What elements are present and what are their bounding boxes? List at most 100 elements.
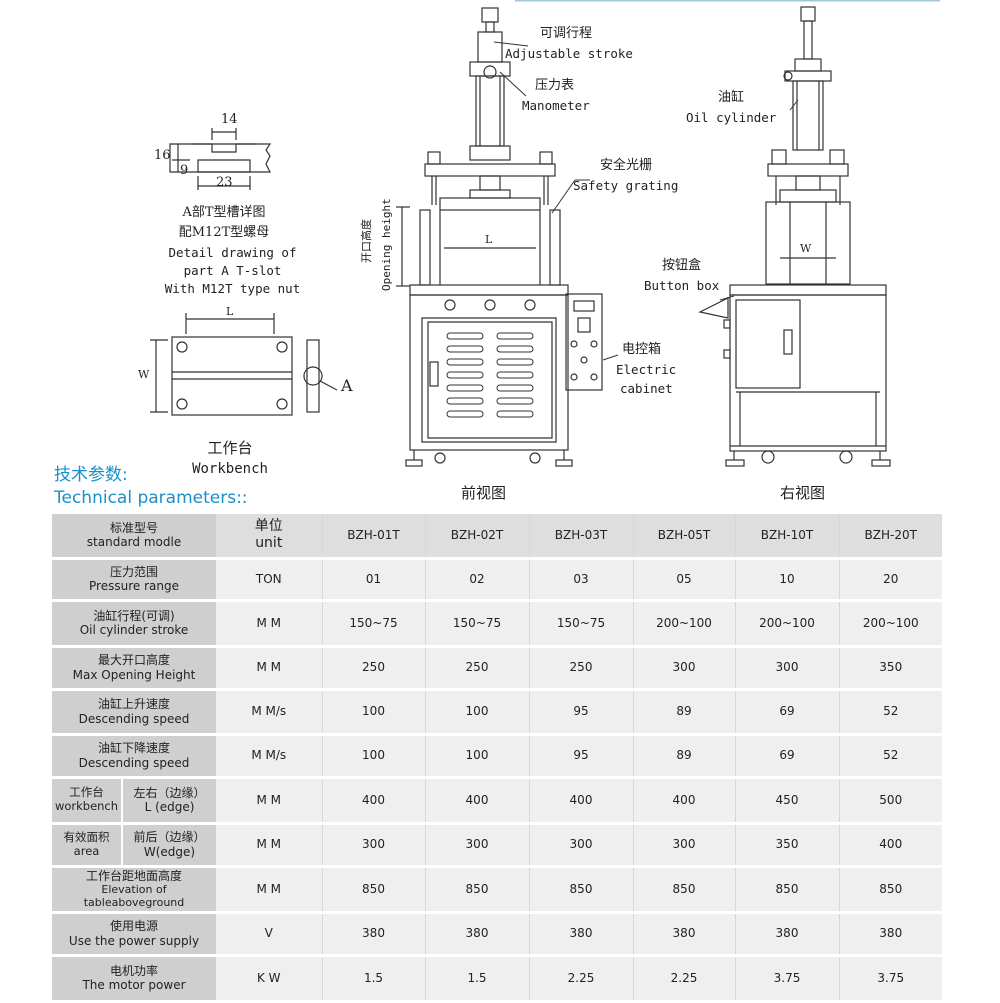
oil-cylinder-en: Oil cylinder bbox=[686, 110, 777, 125]
table-cell: 200~100 bbox=[734, 600, 839, 648]
adjustable-stroke-cn: 可调行程 bbox=[540, 26, 593, 41]
row-unit: K W bbox=[216, 955, 322, 1003]
electric-cabinet-cn: 电控箱 bbox=[622, 342, 662, 357]
table-cell: 150~75 bbox=[528, 600, 633, 648]
row-label: 工作台距地面高度 Elevation of tableaboveground bbox=[52, 866, 216, 914]
header-model: BZH-02T bbox=[424, 514, 529, 560]
table-cell: 95 bbox=[528, 734, 633, 779]
table-cell: 350 bbox=[734, 823, 839, 868]
opening-height-cn: 开口高度 bbox=[360, 219, 373, 263]
table-header-row: 标准型号 standard modle 单位 unit BZH-01T BZH-… bbox=[52, 514, 942, 560]
row-unit: M M/s bbox=[216, 689, 322, 736]
table-cell: 52 bbox=[838, 734, 942, 779]
table-cell: 450 bbox=[734, 777, 839, 825]
table-cell: 400 bbox=[838, 823, 942, 868]
technical-drawing bbox=[150, 0, 940, 467]
table-cell: 1.5 bbox=[321, 955, 425, 1003]
table-cell: 20 bbox=[838, 558, 942, 602]
table-cell: 300 bbox=[632, 646, 735, 691]
table-cell: 89 bbox=[632, 689, 735, 736]
safety-grating-cn: 安全光栅 bbox=[600, 158, 653, 173]
leader-lines bbox=[493, 41, 799, 361]
oil-cylinder-cn: 油缸 bbox=[718, 90, 745, 105]
table-cell: 380 bbox=[632, 912, 735, 957]
table-cell: 850 bbox=[632, 866, 735, 914]
right-view-title: 右视图 bbox=[780, 484, 826, 502]
table-cell: 350 bbox=[838, 646, 942, 691]
tslot-dim-16: 16 bbox=[154, 148, 171, 163]
table-cell: 69 bbox=[734, 689, 839, 736]
table-cell: 380 bbox=[838, 912, 942, 957]
row-label: 油缸行程(可调)Oil cylinder stroke bbox=[52, 600, 216, 648]
table-cell: 300 bbox=[734, 646, 839, 691]
table-cell: 95 bbox=[528, 689, 633, 736]
row-sub-label: 前后（边缘）W(edge) bbox=[121, 823, 216, 868]
table-cell: 2.25 bbox=[632, 955, 735, 1003]
table-row-oil-cylinder-stroke: 油缸行程(可调)Oil cylinder stroke M M 150~75 1… bbox=[52, 600, 942, 648]
table-cell: 100 bbox=[424, 689, 529, 736]
table-row-table-elevation: 工作台距地面高度 Elevation of tableaboveground M… bbox=[52, 866, 942, 914]
workbench-caption-en: Workbench bbox=[192, 461, 268, 477]
table-cell: 400 bbox=[528, 777, 633, 825]
header-unit-cell: 单位 unit bbox=[216, 514, 322, 560]
front-dim-l: L bbox=[485, 233, 493, 246]
row-unit: M M/s bbox=[216, 734, 322, 779]
table-cell: 05 bbox=[632, 558, 735, 602]
detail-a-label: A bbox=[341, 376, 353, 395]
button-box-en: Button box bbox=[644, 278, 720, 293]
table-cell: 850 bbox=[528, 866, 633, 914]
header-model: BZH-03T bbox=[528, 514, 633, 560]
workbench-dim-l: L bbox=[226, 305, 234, 318]
tslot-caption-en-3: With M12T type nut bbox=[164, 281, 301, 296]
table-cell: 250 bbox=[528, 646, 633, 691]
workbench-dim-w: W bbox=[138, 368, 150, 381]
table-cell: 300 bbox=[632, 823, 735, 868]
tslot-dim-14: 14 bbox=[221, 112, 238, 127]
header-model: BZH-10T bbox=[734, 514, 839, 560]
table-cell: 2.25 bbox=[528, 955, 633, 1003]
opening-height-en: Opening height bbox=[380, 198, 393, 291]
table-cell: 150~75 bbox=[424, 600, 529, 648]
technical-parameters-table: 标准型号 standard modle 单位 unit BZH-01T BZH-… bbox=[52, 514, 942, 1003]
electric-cabinet-en-1: Electric bbox=[616, 362, 677, 377]
front-view-title: 前视图 bbox=[461, 484, 507, 502]
table-cell: 250 bbox=[424, 646, 529, 691]
front-view-graphic bbox=[396, 7, 603, 467]
table-cell: 3.75 bbox=[838, 955, 942, 1003]
header-model: BZH-01T bbox=[321, 514, 425, 560]
table-cell: 1.5 bbox=[424, 955, 529, 1003]
table-cell: 03 bbox=[528, 558, 633, 602]
workbench-graphic bbox=[150, 313, 338, 416]
header-model-cell: 标准型号 standard modle bbox=[52, 514, 216, 560]
right-view-graphic bbox=[698, 6, 891, 467]
table-cell: 300 bbox=[424, 823, 529, 868]
manometer-cn: 压力表 bbox=[535, 78, 575, 93]
table-cell: 100 bbox=[424, 734, 529, 779]
row-unit: TON bbox=[216, 558, 322, 602]
header-model: BZH-20T bbox=[838, 514, 942, 560]
row-unit: M M bbox=[216, 866, 322, 914]
button-box-cn: 按钮盒 bbox=[662, 258, 702, 273]
tslot-detail-graphic bbox=[169, 128, 272, 190]
table-cell: 100 bbox=[321, 734, 425, 779]
table-cell: 850 bbox=[734, 866, 839, 914]
right-dim-w: W bbox=[800, 242, 812, 255]
table-cell: 380 bbox=[424, 912, 529, 957]
table-cell: 380 bbox=[734, 912, 839, 957]
table-cell: 02 bbox=[424, 558, 529, 602]
table-cell: 850 bbox=[424, 866, 529, 914]
tslot-caption-en-2: part A T-slot bbox=[183, 263, 282, 278]
table-cell: 300 bbox=[321, 823, 425, 868]
tslot-caption-cn-2: 配M12T型螺母 bbox=[178, 225, 270, 240]
tslot-dim-9: 9 bbox=[180, 163, 189, 178]
